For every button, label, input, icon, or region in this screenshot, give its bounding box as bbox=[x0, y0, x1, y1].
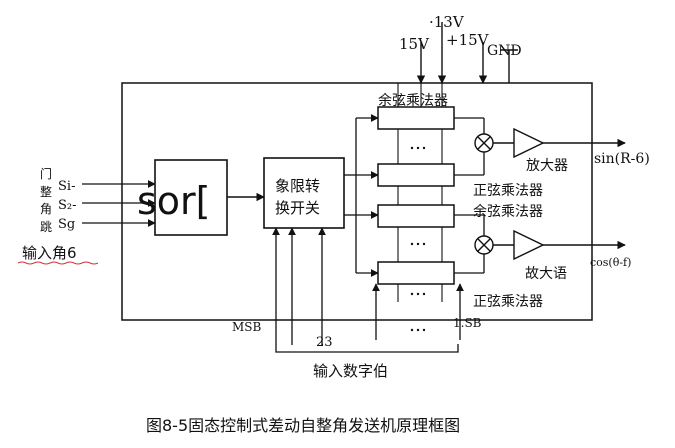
sin-multiplier-bottom bbox=[377, 261, 455, 285]
multiplier-blocks bbox=[377, 106, 455, 285]
label-sin-multiplier-1: 正弦乘法器 bbox=[473, 183, 543, 199]
label-char-3: 角 bbox=[40, 202, 52, 216]
amplifier-bottom bbox=[513, 229, 545, 261]
switch-bus bbox=[344, 114, 379, 277]
label-quadrant-line2: 换开关 bbox=[275, 199, 320, 217]
main-frame bbox=[121, 82, 593, 321]
digital-input-lines bbox=[272, 227, 464, 353]
label-char-1: 门 bbox=[40, 166, 52, 181]
label-15v: 15V bbox=[399, 35, 430, 53]
cos-multiplier-2 bbox=[377, 204, 455, 228]
angle-input-lines bbox=[82, 180, 156, 227]
label-char-2: 整 bbox=[40, 184, 52, 199]
label-input-angle: 输入角6 bbox=[22, 244, 77, 262]
sum-junction-bottom bbox=[474, 235, 494, 255]
output-lines bbox=[543, 138, 626, 250]
sin-multiplier-1 bbox=[377, 163, 455, 187]
summing-junctions bbox=[474, 133, 494, 255]
label-amplifier-bottom: 故大语 bbox=[525, 266, 567, 282]
label-quadrant-line1: 象限转 bbox=[275, 177, 320, 195]
amplifiers bbox=[493, 127, 545, 261]
power-inputs bbox=[416, 22, 518, 84]
label-s1: Si- bbox=[58, 179, 75, 194]
label-sor: sor[ bbox=[137, 179, 211, 223]
multiplier-taps bbox=[397, 83, 443, 302]
label-amplifier-top: 放大器 bbox=[526, 158, 568, 174]
label-cos-multiplier-2: 余弦乘法器 bbox=[473, 203, 543, 220]
label-char-4: 跳 bbox=[40, 220, 52, 234]
label-13v: ·13V bbox=[429, 13, 465, 31]
label-cos-multiplier-top: 余弦乘法器 bbox=[378, 92, 448, 109]
label-gnd: GND bbox=[487, 43, 522, 59]
wavy-underline bbox=[17, 261, 99, 265]
sum-junction-top bbox=[474, 133, 494, 153]
label-digital-input: 输入数字伯 bbox=[313, 362, 388, 380]
mult-to-sum-lines bbox=[454, 117, 485, 274]
label-msb: MSB bbox=[232, 320, 262, 334]
label-plus15v: +15V bbox=[446, 31, 490, 49]
label-s3: Sg bbox=[58, 217, 75, 232]
label-output-sin: sin(R-6) bbox=[594, 151, 650, 167]
quadrant-switch-block bbox=[263, 157, 345, 229]
label-output-cos: cos(θ-f) bbox=[590, 256, 631, 269]
ellipsis-dots bbox=[410, 146, 426, 332]
figure-caption: 图8-5固态控制式差动自整角发送机原理框图 bbox=[146, 416, 460, 435]
label-sin-multiplier-bottom: 正弦乘法器 bbox=[473, 294, 543, 310]
label-lsb: 1.SB bbox=[453, 316, 482, 330]
label-s2: S₂- bbox=[58, 198, 77, 213]
label-23: 23 bbox=[316, 335, 333, 350]
cos-multiplier-top bbox=[377, 106, 455, 130]
amplifier-top bbox=[513, 127, 545, 159]
